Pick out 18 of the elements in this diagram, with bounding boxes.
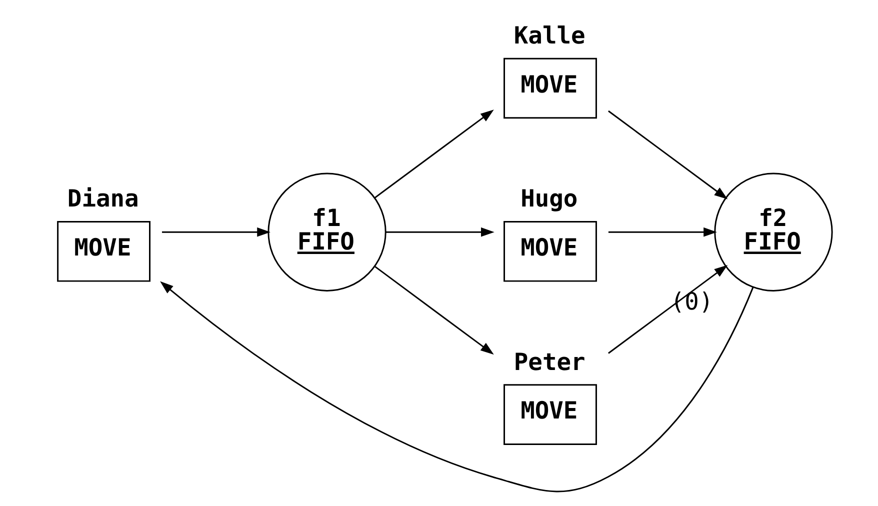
arrow (374, 110, 494, 198)
node-label: Diana (67, 184, 139, 213)
arrow (608, 264, 728, 354)
arrow (162, 227, 270, 237)
node-label: (0) (670, 288, 714, 316)
arrow (386, 227, 494, 237)
node-box: MOVE (504, 58, 597, 119)
arrow (608, 110, 728, 200)
arrow (608, 227, 717, 237)
node-box: MOVE (57, 221, 150, 282)
node-box: MOVE (504, 221, 597, 282)
arrow (160, 281, 754, 492)
node-label: Kalle (514, 21, 586, 50)
node-label: Hugo (520, 184, 578, 213)
node-label: Peter (514, 348, 586, 376)
node-circle: f1 FIFO (268, 172, 386, 292)
node-box: MOVE (504, 384, 597, 445)
arrow (374, 266, 494, 355)
